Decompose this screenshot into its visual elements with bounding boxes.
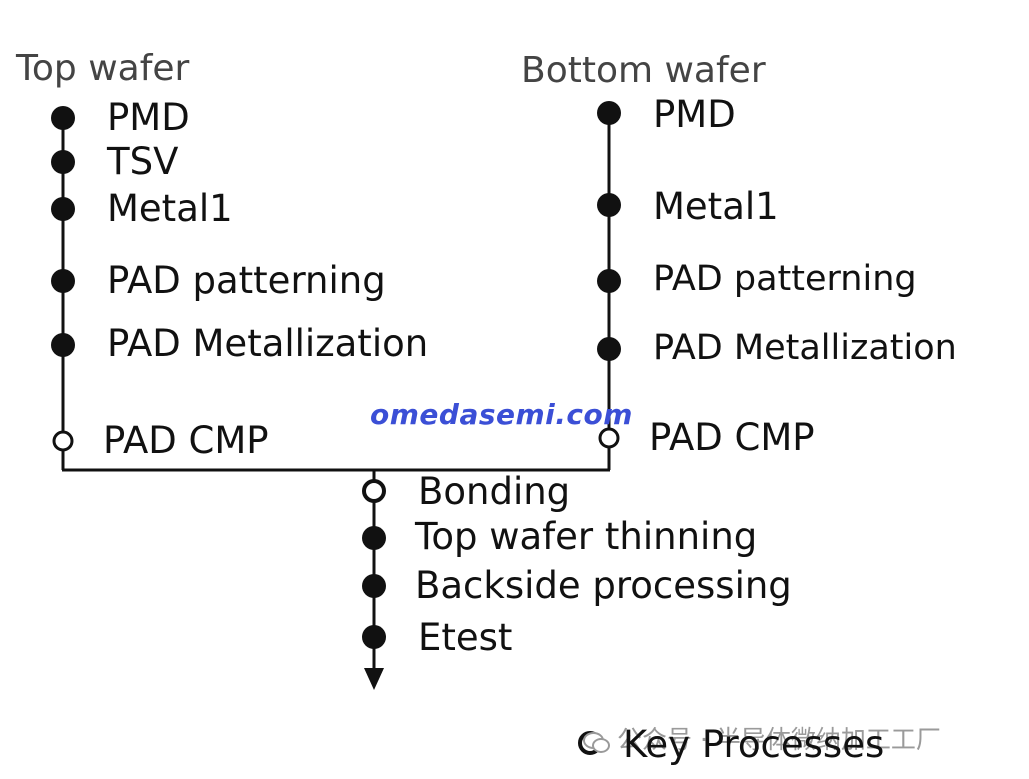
top-node-pad-cmp [52,430,74,452]
bottom-step-label: PAD CMP [649,416,815,459]
bottom-node-metal1 [597,193,621,217]
top-node-pad-metallization [51,333,75,357]
top-step-label: PAD Metallization [107,322,429,365]
top-step-label: PAD patterning [107,259,386,302]
top-step-label: Metal1 [107,187,233,230]
bottom-node-pmd [597,101,621,125]
bottom-step-label: PMD [653,93,736,136]
top-step-label: PMD [107,96,190,139]
merged-step-label: Backside processing [415,564,792,607]
merged-step-label: Bonding [418,470,571,513]
site-watermark: omedasemi.com [370,398,633,431]
merged-node-bonding [362,479,386,503]
top-node-metal1 [51,197,75,221]
bottom-node-pad-patterning [597,269,621,293]
wechat-icon [583,730,610,753]
bottom-node-pad-cmp [598,427,620,449]
legend-label: Key Processes [623,723,885,766]
bottom-step-label: PAD Metallization [653,328,957,368]
wechat-watermark: 公众号 · 半导体微纳加工工厂 [583,720,941,756]
merged-step-label: Etest [418,616,513,659]
bottom-node-pad-metallization [597,337,621,361]
merged-node-thinning [362,526,386,550]
top-node-pmd [51,106,75,130]
top-node-pad-patterning [51,269,75,293]
bottom-wafer-title: Bottom wafer [521,50,766,91]
bottom-step-label: Metal1 [653,185,779,228]
merged-node-backside [362,574,386,598]
wechat-watermark-text: 公众号 · 半导体微纳加工工厂 [617,725,941,754]
top-node-tsv [51,150,75,174]
flow-arrow-head [364,668,384,690]
bottom-step-label: PAD patterning [653,259,917,299]
merged-step-label: Top wafer thinning [415,515,758,558]
top-step-label: PAD CMP [103,419,269,462]
merged-node-etest [362,625,386,649]
top-step-label: TSV [107,140,179,183]
top-wafer-title: Top wafer [16,48,190,89]
